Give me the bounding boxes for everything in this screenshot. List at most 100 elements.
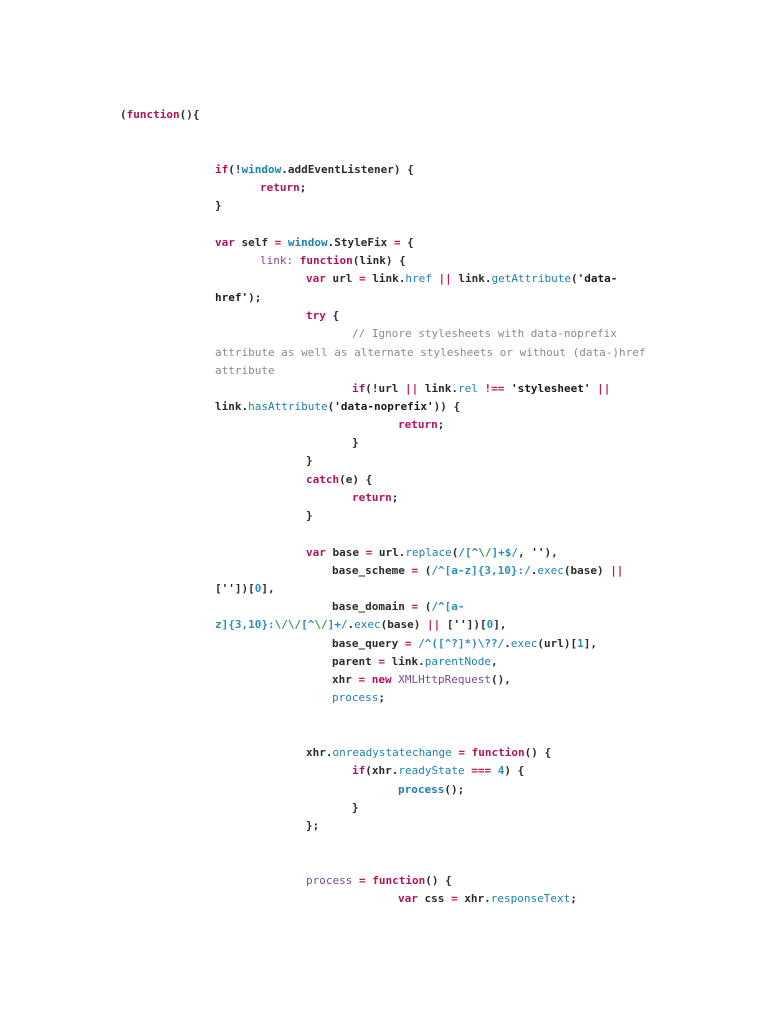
code-token-plain: (){ — [179, 108, 200, 121]
code-token-regexslash: \/ — [314, 618, 328, 631]
code-token-plain: ; — [299, 181, 307, 194]
code-token-plain: ( — [120, 108, 127, 121]
code-token-plain: link. — [365, 272, 406, 285]
code-line: href'); — [215, 291, 261, 305]
code-token-regexslash: \/ — [478, 546, 492, 559]
code-token-regex: /^[a-z]{3,10}:/ — [431, 564, 531, 577]
code-token-regex: /[^ — [458, 546, 479, 559]
code-token-str: '' — [453, 618, 467, 631]
code-token-op: || — [405, 382, 419, 395]
code-line: process = function() { — [306, 874, 452, 888]
code-token-plain: ], — [261, 582, 275, 595]
code-token-plain: ( — [418, 564, 432, 577]
code-token-plain: ), — [544, 546, 558, 559]
code-line: } — [352, 436, 359, 450]
code-token-op: = — [365, 546, 373, 559]
code-token-plain: base — [325, 546, 366, 559]
code-line: parent = link.parentNode, — [332, 655, 498, 669]
code-token-plain: (! — [228, 163, 242, 176]
code-token-plain: (url)[ — [537, 637, 578, 650]
code-token-plain: } — [306, 454, 313, 467]
code-token-plain: ], — [493, 618, 507, 631]
code-token-plain: } — [306, 509, 313, 522]
code-token-plain — [432, 272, 439, 285]
code-line: } — [215, 199, 222, 213]
code-line: } — [306, 454, 313, 468]
code-token-op: = — [451, 892, 458, 905]
code-token-kw: new — [371, 673, 392, 686]
code-token-plain: . — [530, 564, 538, 577]
code-token-comment: // Ignore stylesheets with data-noprefix — [352, 327, 617, 340]
code-token-fn: window — [287, 236, 328, 249]
code-token-plain: .addEventListener) { — [281, 163, 414, 176]
code-token-plain: (e) { — [339, 473, 373, 486]
code-token-num: 4 — [497, 764, 505, 777]
code-token-op: === — [471, 764, 492, 777]
code-token-kw: if — [352, 764, 366, 777]
code-line: if(xhr.readyState === 4) { — [352, 764, 524, 778]
code-token-plain: parent — [332, 655, 379, 668]
code-line: return; — [398, 418, 444, 432]
code-token-prop: replace — [405, 546, 452, 559]
code-token-regex: [^ — [301, 618, 315, 631]
code-token-plain: ; — [570, 892, 577, 905]
code-token-plain: base_scheme — [332, 564, 412, 577]
code-token-plain: } — [352, 436, 359, 449]
code-token-fn: window — [241, 163, 282, 176]
code-line: } — [306, 509, 313, 523]
code-token-kw: catch — [306, 473, 340, 486]
code-token-op: || — [426, 618, 441, 631]
code-token-plain: ])[ — [466, 618, 487, 631]
code-token-plain: } — [352, 801, 359, 814]
code-token-label: link: — [260, 254, 294, 267]
code-line: try { — [306, 309, 339, 323]
code-token-plain: ])[ — [234, 582, 255, 595]
code-token-plain — [352, 874, 359, 887]
code-token-prop: exec — [510, 637, 538, 650]
code-token-prop: rel — [458, 382, 478, 395]
code-line: process(); — [398, 783, 464, 797]
code-line: var css = xhr.responseText; — [398, 892, 577, 906]
code-token-plain: xhr — [332, 673, 359, 686]
code-token-kw: function — [471, 746, 525, 759]
code-token-label: process — [306, 874, 353, 887]
code-token-op: = — [458, 746, 465, 759]
code-token-op: = — [358, 874, 366, 887]
code-token-plain — [504, 382, 511, 395]
code-token-kw: var — [306, 546, 326, 559]
code-token-plain: css — [417, 892, 451, 905]
code-token-plain: [ — [215, 582, 222, 595]
code-token-plain: () { — [524, 746, 552, 759]
code-token-plain: . — [347, 618, 355, 631]
code-token-plain: (xhr. — [365, 764, 399, 777]
code-token-comment: attribute — [215, 364, 275, 377]
code-token-str: href' — [215, 291, 249, 304]
code-token-prop: getAttribute — [491, 272, 571, 285]
code-token-plain: self — [234, 236, 275, 249]
code-token-num: 1 — [577, 637, 584, 650]
code-token-plain: url. — [372, 546, 406, 559]
code-token-kw: var — [398, 892, 418, 905]
code-token-plain: )) { — [433, 400, 461, 413]
code-token-str: 'data-noprefix' — [334, 400, 434, 413]
code-token-plain: ); — [248, 291, 262, 304]
code-line: base_domain = (/^[a- — [332, 600, 464, 614]
code-token-prop: readyState — [398, 764, 465, 777]
code-token-plain: ( — [451, 546, 459, 559]
code-token-plain: { — [400, 236, 414, 249]
code-token-plain: { — [325, 309, 340, 322]
code-token-plain: link. — [215, 400, 249, 413]
code-line: (function(){ — [120, 108, 199, 122]
code-token-kw: var — [306, 272, 326, 285]
code-line: link: function(link) { — [260, 254, 406, 268]
code-token-plain: ( — [327, 400, 335, 413]
code-line: xhr = new XMLHttpRequest(), — [332, 673, 511, 687]
code-token-plain: .StyleFix — [327, 236, 394, 249]
code-line: catch(e) { — [306, 473, 372, 487]
code-line: [''])[0], — [215, 582, 275, 596]
code-line: attribute as well as alternate styleshee… — [215, 346, 645, 360]
code-token-num: 0 — [254, 582, 262, 595]
code-token-op: = — [404, 637, 412, 650]
code-token-plain: (!url — [365, 382, 405, 395]
code-token-op: !== — [484, 382, 505, 395]
